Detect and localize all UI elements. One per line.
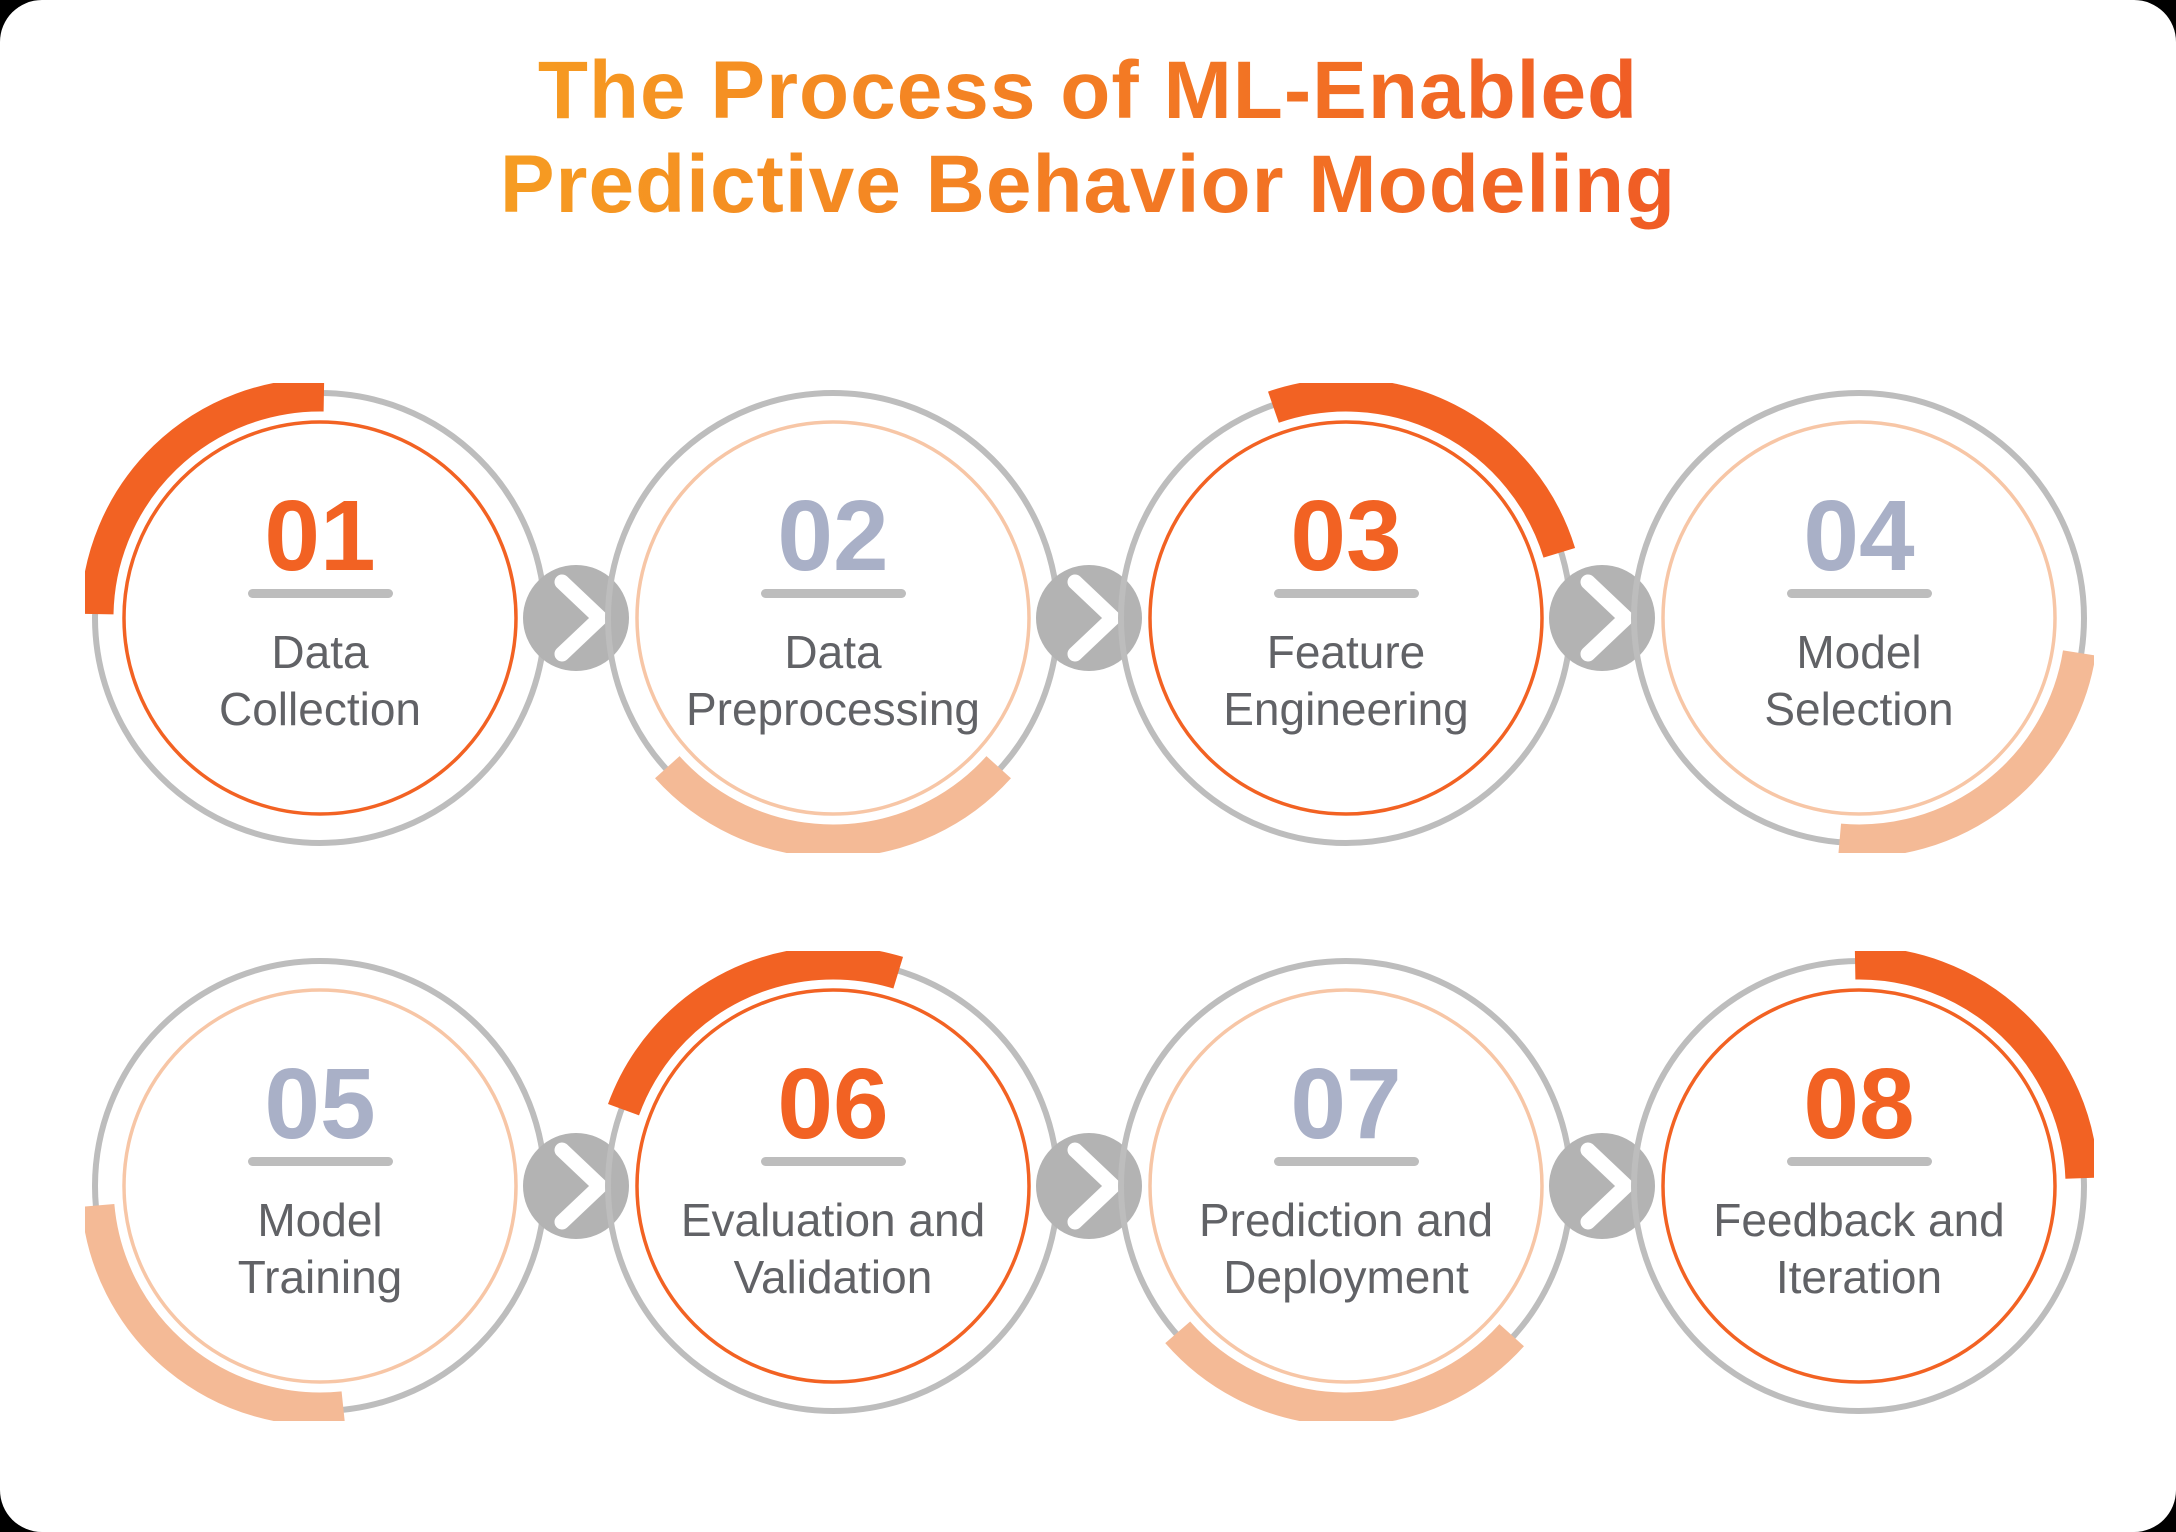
step-number: 02	[777, 480, 889, 592]
number-underline	[1786, 1157, 1932, 1166]
page-title-line-2: Predictive Behavior Modeling	[499, 139, 1677, 230]
number-underline	[760, 1157, 906, 1166]
step-circle-08: 08 Feedback and Iteration	[1624, 951, 2094, 1421]
progress-arc	[1268, 383, 1576, 558]
step-label: Data Preprocessing	[685, 626, 981, 735]
step-circle-05: 05 Model Training	[85, 951, 555, 1421]
step-circle-06: 06 Evaluation and Validation	[598, 951, 1068, 1421]
step-content: 03 Feature Engineering	[1111, 383, 1581, 853]
step-number: 03	[1290, 480, 1402, 592]
step-circle-01: 01 Data Collection	[85, 383, 555, 853]
step-ring-graphic	[1118, 958, 1574, 1421]
step-content: 06 Evaluation and Validation	[598, 951, 1068, 1421]
step-ring-graphic	[1118, 383, 1576, 846]
step-number: 04	[1803, 480, 1915, 592]
process-row-1: 01 Data Collection 02	[0, 383, 2176, 853]
progress-arc	[1165, 1321, 1524, 1421]
progress-arc	[607, 951, 904, 1116]
inner-circle	[1661, 988, 2057, 1384]
step-circle-02: 02 Data Preprocessing	[598, 383, 1068, 853]
number-underline	[760, 589, 906, 598]
process-row-2: 05 Model Training 06	[0, 951, 2176, 1421]
number-underline	[247, 589, 393, 598]
inner-circle	[1148, 988, 1544, 1384]
page-title: The Process of ML-Enabled Predictive Beh…	[0, 44, 2176, 232]
step-ring-graphic	[85, 958, 548, 1421]
inner-circle	[635, 988, 1031, 1384]
inner-circle	[122, 420, 518, 816]
step-content: 02 Data Preprocessing	[598, 383, 1068, 853]
step-ring-graphic	[605, 390, 1061, 853]
step-ring-graphic	[85, 383, 548, 846]
chevron-right-icon	[1580, 574, 1634, 662]
progress-arc	[655, 756, 1011, 853]
step-ring-graphic	[1631, 390, 2094, 853]
step-label: Feature Engineering	[1223, 626, 1469, 735]
step-circle-04: 04 Model Selection	[1624, 383, 2094, 853]
number-underline	[1786, 589, 1932, 598]
inner-circle	[1148, 420, 1544, 816]
step-circle-07: 07 Prediction and Deployment	[1111, 951, 1581, 1421]
step-ring-graphic	[605, 951, 1061, 1414]
step-label: Feedback and Iteration	[1713, 1194, 2005, 1303]
chevron-right-icon	[1067, 574, 1121, 662]
progress-arc	[85, 1203, 345, 1421]
step-number: 01	[264, 480, 376, 592]
chevron-right-icon	[554, 574, 608, 662]
page-title-line-1: The Process of ML-Enabled	[537, 45, 1639, 136]
step-label: Model Training	[237, 1194, 403, 1303]
chevron-right-icon	[554, 1142, 608, 1230]
step-label: Evaluation and Validation	[680, 1194, 986, 1303]
inner-circle	[635, 420, 1031, 816]
step-label: Data Collection	[219, 626, 421, 735]
step-number: 08	[1803, 1048, 1915, 1160]
chevron-right-icon	[1580, 1142, 1634, 1230]
inner-circle	[122, 988, 518, 1384]
progress-arc	[1838, 650, 2094, 853]
step-content: 04 Model Selection	[1624, 383, 2094, 853]
step-number: 06	[777, 1048, 889, 1160]
step-content: 01 Data Collection	[85, 383, 555, 853]
step-label: Prediction and Deployment	[1198, 1194, 1494, 1303]
step-content: 05 Model Training	[85, 951, 555, 1421]
inner-circle	[1661, 420, 2057, 816]
step-number: 07	[1290, 1048, 1402, 1160]
step-number: 05	[264, 1048, 376, 1160]
step-content: 07 Prediction and Deployment	[1111, 951, 1581, 1421]
next-arrow	[523, 565, 629, 671]
progress-arc	[85, 383, 325, 615]
step-circle-03: 03 Feature Engineering	[1111, 383, 1581, 853]
number-underline	[1273, 589, 1419, 598]
step-label: Model Selection	[1764, 626, 1954, 735]
step-ring-graphic	[1631, 951, 2094, 1414]
chevron-right-icon	[1067, 1142, 1121, 1230]
number-underline	[1273, 1157, 1419, 1166]
step-content: 08 Feedback and Iteration	[1624, 951, 2094, 1421]
number-underline	[247, 1157, 393, 1166]
progress-arc	[1854, 951, 2094, 1179]
